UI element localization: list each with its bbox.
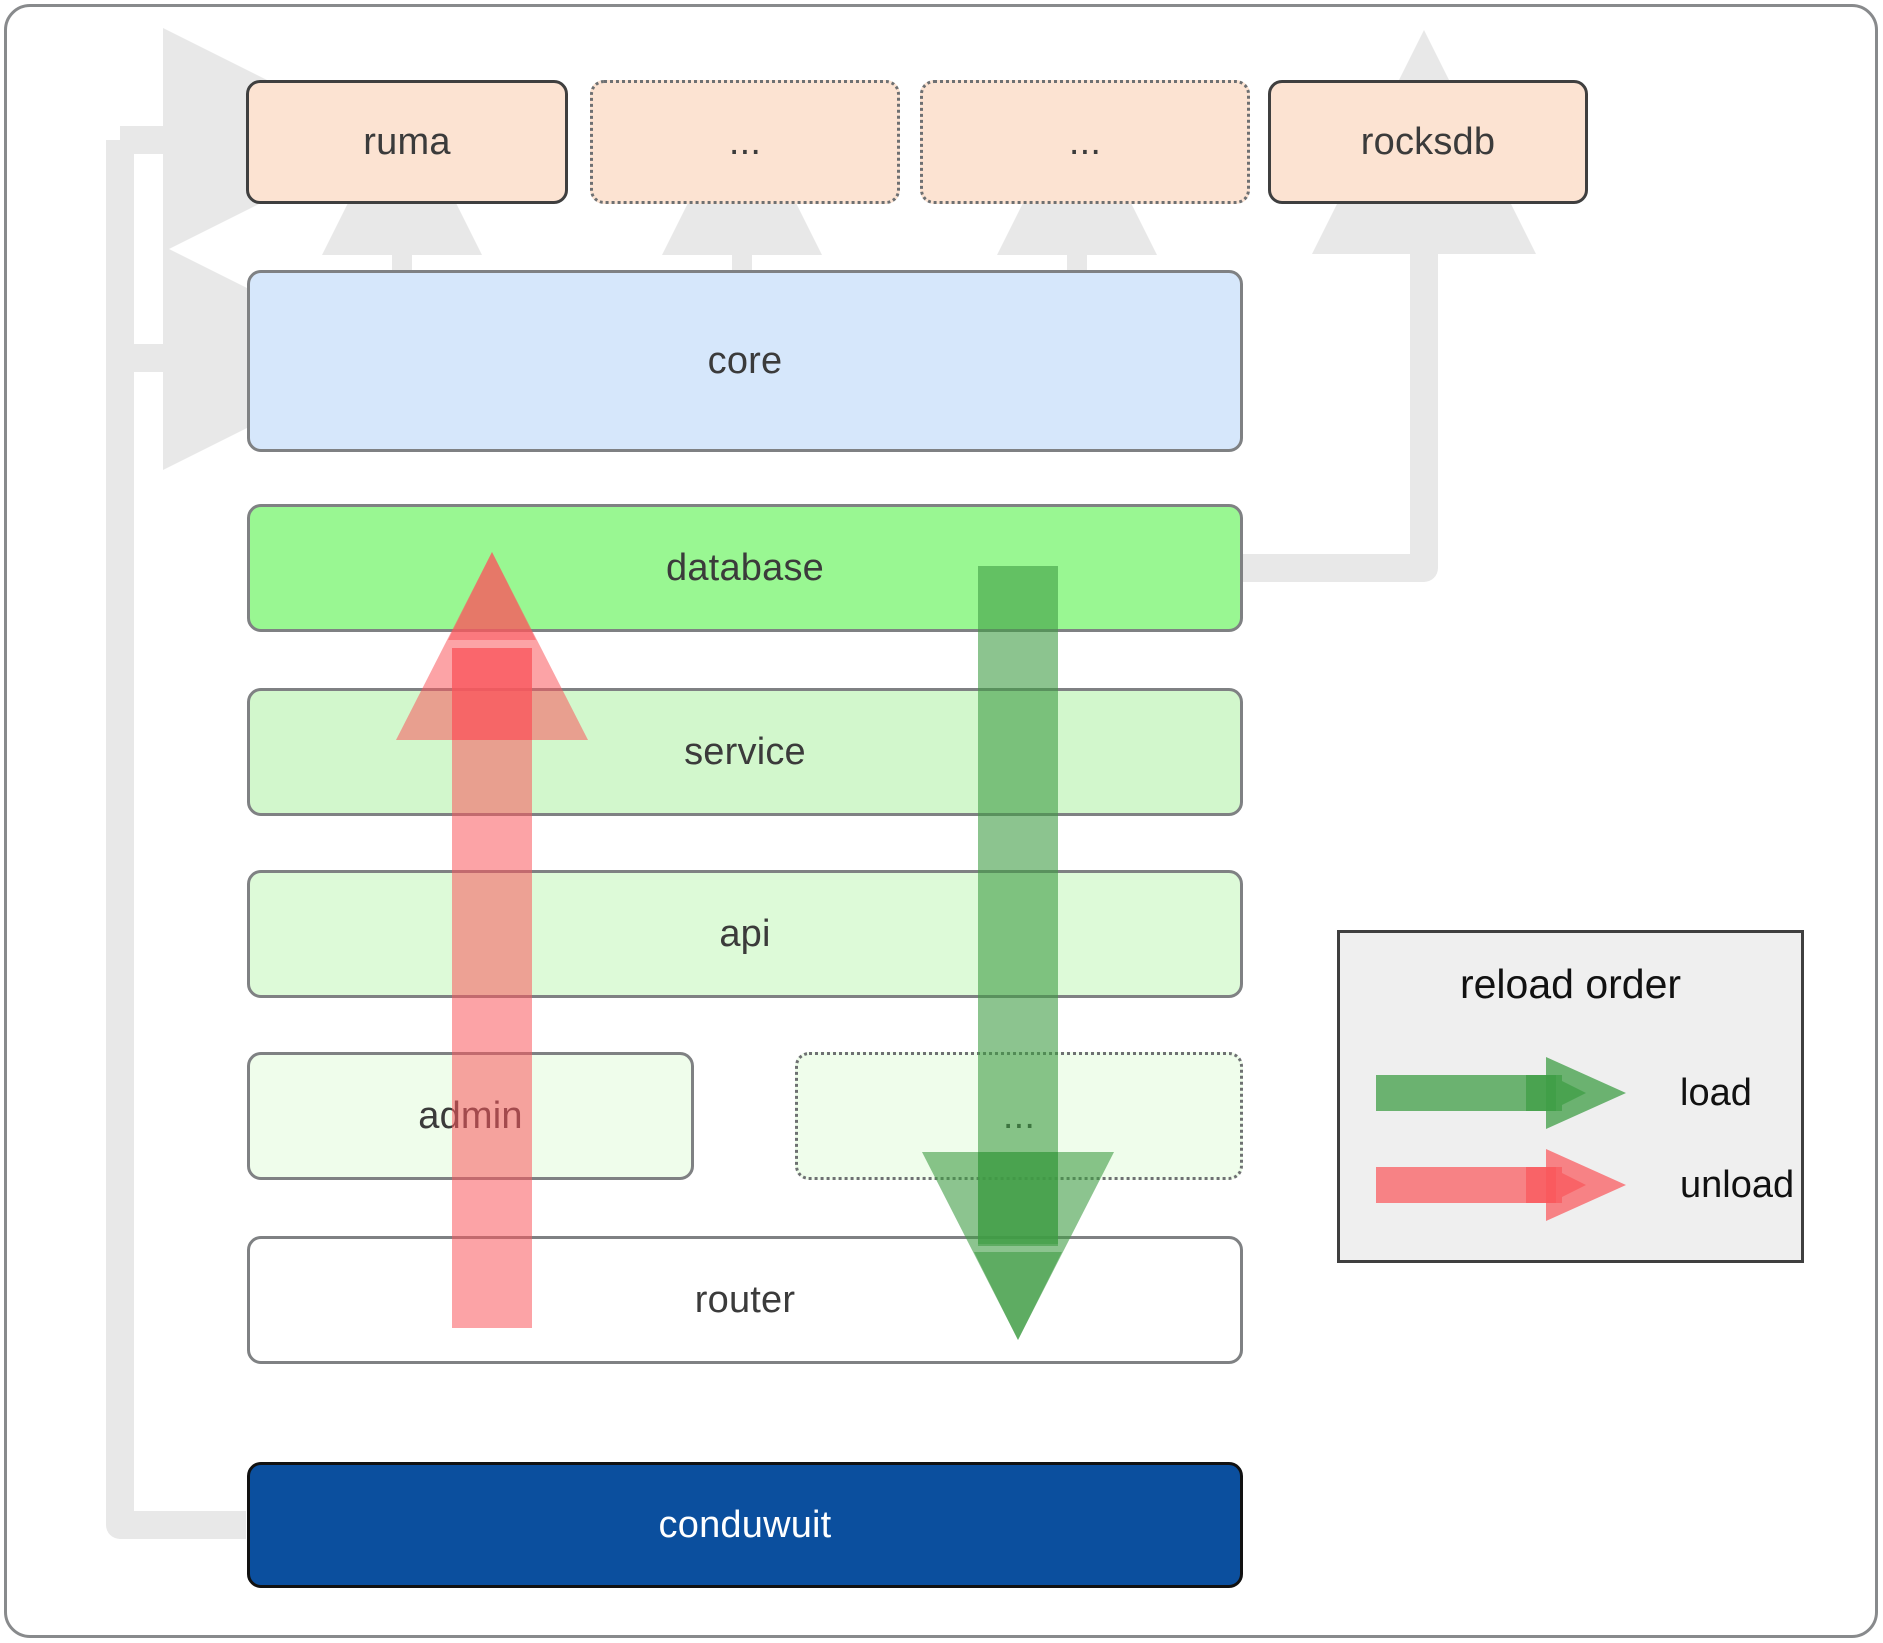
node-core-label: core (707, 339, 783, 382)
legend-load-label: load (1680, 1071, 1752, 1114)
legend-panel: reload order load u (1337, 930, 1804, 1263)
node-router-label: router (694, 1278, 796, 1321)
node-admin[interactable]: admin (247, 1052, 694, 1180)
node-conduwuit[interactable]: conduwuit (247, 1462, 1243, 1588)
legend-title: reload order (1459, 961, 1682, 1007)
node-core[interactable]: core (247, 270, 1243, 452)
node-router[interactable]: router (247, 1236, 1243, 1364)
node-service-label: service (684, 730, 806, 773)
node-conduwuit-label: conduwuit (658, 1503, 832, 1546)
node-rocksdb-label: rocksdb (1360, 120, 1496, 163)
node-database-label: database (666, 546, 824, 589)
legend-load-arrow-icon (1376, 1053, 1656, 1133)
legend-row-load: load (1340, 1053, 1801, 1133)
node-api-label: api (719, 912, 771, 955)
node-admin-label: admin (418, 1094, 523, 1137)
node-ruma-label: ruma (363, 120, 451, 163)
node-ruma[interactable]: ruma (246, 80, 568, 204)
legend-row-unload: unload (1340, 1145, 1801, 1225)
node-dots-1[interactable]: ... (590, 80, 900, 204)
node-rocksdb[interactable]: rocksdb (1268, 80, 1588, 204)
node-dots-3[interactable]: ... (795, 1052, 1243, 1180)
node-service[interactable]: service (247, 688, 1243, 816)
legend-unload-label: unload (1680, 1163, 1795, 1206)
node-dots-3-label: ... (1002, 1094, 1036, 1137)
node-dots-2[interactable]: ... (920, 80, 1250, 204)
legend-unload-arrow-icon (1376, 1145, 1656, 1225)
node-dots-1-label: ... (728, 120, 762, 163)
diagram-frame (4, 4, 1878, 1638)
node-dots-2-label: ... (1068, 120, 1102, 163)
node-api[interactable]: api (247, 870, 1243, 998)
node-database[interactable]: database (247, 504, 1243, 632)
